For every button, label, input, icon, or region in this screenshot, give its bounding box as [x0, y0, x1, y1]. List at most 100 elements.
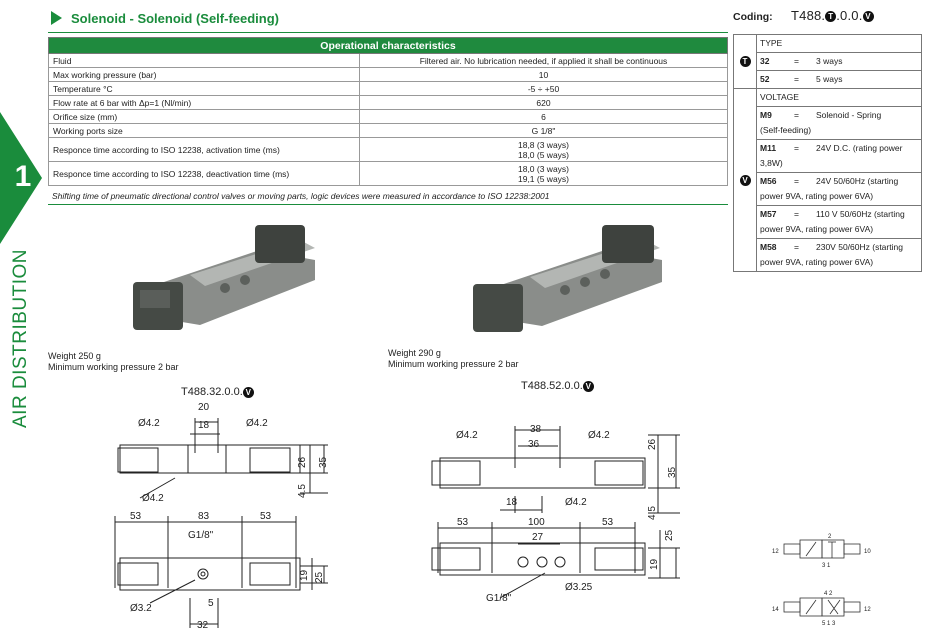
- code-middle: .0.0.: [836, 8, 863, 23]
- code-prefix: T488.: [791, 8, 826, 23]
- row-key: Fluid: [48, 53, 360, 68]
- dim-26: 26: [297, 456, 308, 468]
- coding-label: Coding:: [733, 11, 773, 23]
- row-key: Flow rate at 6 bar with Δp=1 (Nl/min): [48, 95, 360, 110]
- equals-sign: =: [794, 56, 799, 66]
- port-label: 10: [864, 549, 871, 555]
- voltage-desc-2: 3,8W): [760, 158, 783, 168]
- dim-port-g18: G1/8": [188, 530, 214, 541]
- type-desc: 5 ways: [816, 74, 843, 84]
- dim-53-right: 53: [602, 517, 614, 528]
- port-label: 12: [864, 607, 871, 613]
- voltage-desc: 24V D.C. (rating power: [816, 143, 903, 153]
- row-key: Working ports size: [48, 123, 360, 138]
- coding-table: T TYPE 32=3 ways 52=5 ways V VOLTAGE M9=…: [733, 34, 922, 272]
- dim-hole-3: Ø4.2: [565, 497, 587, 508]
- dim-100: 100: [528, 517, 545, 528]
- dim-4-5: 4.5: [647, 506, 658, 520]
- type-option: 32=3 ways: [756, 52, 922, 71]
- port-label: 3 1: [822, 563, 831, 569]
- table-divider: [48, 204, 728, 205]
- row-key: Responce time according to ISO 12238, de…: [48, 161, 360, 186]
- dim-53-left: 53: [130, 511, 142, 522]
- voltage-desc-2: power 9VA, rating power 6VA): [760, 257, 874, 267]
- row-key: Max working pressure (bar): [48, 67, 360, 82]
- dim-port-g18: G1/8": [486, 593, 512, 604]
- weight-info-5way: Weight 290 g Minimum working pressure 2 …: [388, 348, 519, 370]
- equals-sign: =: [794, 242, 799, 252]
- voltage-code: M57: [760, 209, 777, 219]
- title-divider: [48, 32, 728, 33]
- dim-19: 19: [299, 569, 310, 581]
- type-desc: 3 ways: [816, 56, 843, 66]
- row-value-line: 18,0 (3 ways): [517, 163, 570, 174]
- dim-hole-3: Ø4.2: [142, 493, 164, 504]
- dim-19: 19: [649, 558, 660, 570]
- port-label: 14: [772, 607, 779, 613]
- row-value: 6: [359, 109, 728, 124]
- dim-20: 20: [198, 402, 210, 413]
- dim-36: 36: [528, 439, 540, 450]
- dim-83: 83: [198, 511, 210, 522]
- dim-25: 25: [314, 571, 325, 583]
- dim-35: 35: [667, 466, 678, 478]
- type-key: T: [733, 34, 757, 89]
- operational-heading: Operational characteristics: [48, 37, 728, 54]
- port-label: 4 2: [824, 591, 833, 597]
- coding-code: T488.T.0.0.V: [791, 8, 874, 23]
- model-text: T488.52.0.0.: [521, 380, 583, 392]
- voltage-key: V: [733, 88, 757, 272]
- row-value: Filtered air. No lubrication needed, if …: [359, 53, 728, 68]
- equals-sign: =: [794, 209, 799, 219]
- voltage-desc: 110 V 50/60Hz (starting: [816, 209, 905, 219]
- dim-53-left: 53: [457, 517, 469, 528]
- dim-5: 5: [208, 598, 214, 609]
- equals-sign: =: [794, 74, 799, 84]
- section-label: AIR DISTRIBUTION: [10, 248, 31, 428]
- voltage-code: M58: [760, 242, 777, 252]
- weight-info-3way: Weight 250 g Minimum working pressure 2 …: [48, 351, 179, 373]
- type-symbol-icon: T: [825, 11, 837, 23]
- model-code-3way: T488.32.0.0.V: [181, 386, 254, 398]
- section-tab: [0, 112, 42, 244]
- voltage-desc-2: (Self-feeding): [760, 125, 812, 135]
- dim-18: 18: [506, 497, 518, 508]
- voltage-symbol-icon: V: [739, 174, 751, 186]
- voltage-desc: 230V 50/60Hz (starting: [816, 242, 903, 252]
- table-row: Responce time according to ISO 12238, de…: [48, 161, 728, 186]
- dim-32: 32: [197, 620, 209, 631]
- table-row: Flow rate at 6 bar with Δp=1 (Nl/min)620: [48, 95, 728, 110]
- dim-hole-2: Ø4.2: [588, 430, 610, 441]
- voltage-desc: Solenoid - Spring: [816, 110, 882, 120]
- equals-sign: =: [794, 110, 799, 120]
- row-value: G 1/8": [359, 123, 728, 138]
- min-pressure-text: Minimum working pressure 2 bar: [388, 359, 519, 369]
- type-heading: TYPE: [756, 34, 922, 53]
- voltage-desc-2: power 9VA, rating power 6VA): [760, 191, 874, 201]
- page-title: Solenoid - Solenoid (Self-feeding): [71, 11, 279, 26]
- row-value-line: 19,1 (5 ways): [517, 173, 570, 184]
- port-label: 12: [772, 549, 779, 555]
- dim-27: 27: [532, 532, 544, 543]
- drawing-3way: Ø4.2 Ø4.2 Ø4.2 20 18 26 35 4.5 53 83 53 …: [114, 402, 329, 631]
- dim-25: 25: [664, 529, 675, 541]
- drawing-5way: Ø4.2 Ø4.2 Ø4.2 38 36 18 26 35 4.5 53 100…: [431, 424, 680, 604]
- voltage-code: M11: [760, 143, 777, 153]
- model-text: T488.32.0.0.: [181, 386, 243, 398]
- section-number: 1: [14, 160, 32, 193]
- model-code-5way: T488.52.0.0.V: [521, 380, 594, 392]
- pneumatic-symbols: 12 10 2 3 1 14 12 4 2 5 1 3: [772, 534, 871, 627]
- voltage-heading: VOLTAGE: [756, 88, 922, 107]
- type-option: 52=5 ways: [756, 70, 922, 89]
- measurement-note: Shifting time of pneumatic directional c…: [52, 191, 550, 201]
- dim-4-5: 4.5: [297, 484, 308, 498]
- valve-3way-photo: [133, 225, 315, 330]
- dim-26: 26: [647, 438, 658, 450]
- table-row: Orifice size (mm)6: [48, 109, 728, 124]
- row-key: Orifice size (mm): [48, 109, 360, 124]
- voltage-desc-2: power 9VA, rating power 6VA): [760, 224, 874, 234]
